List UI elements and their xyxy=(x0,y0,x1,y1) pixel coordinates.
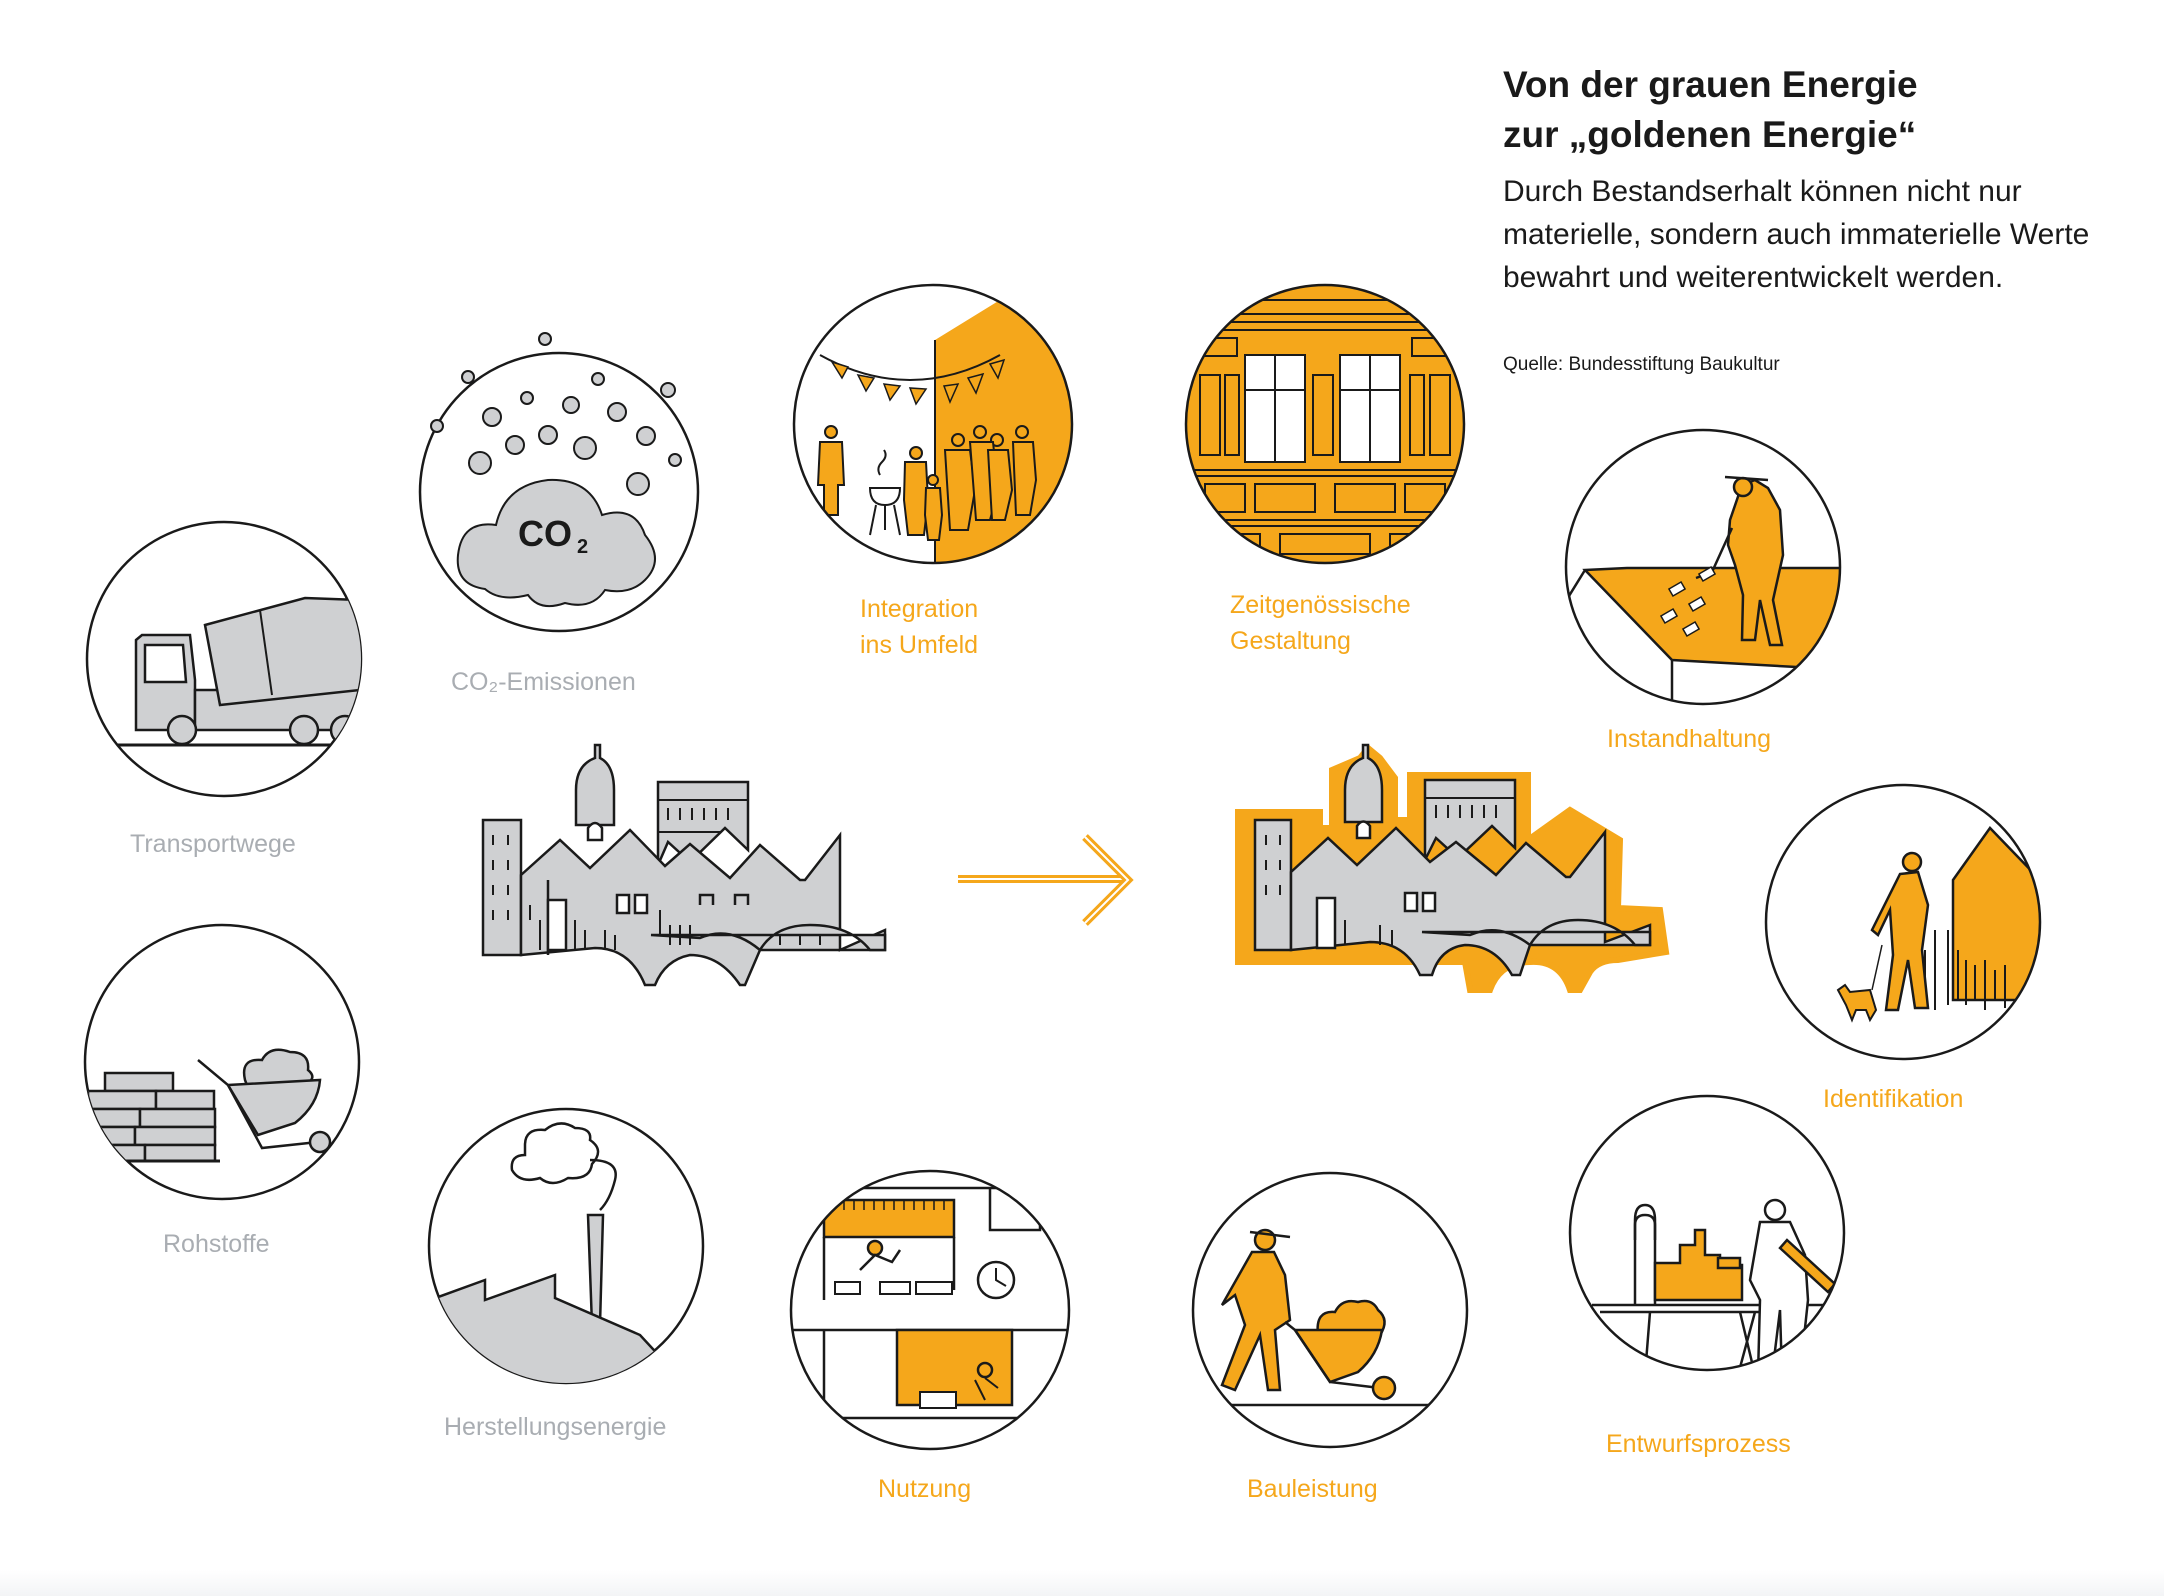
co2-symbol: CO xyxy=(518,513,572,554)
title-line-1: Von der grauen Energie xyxy=(1503,64,1918,105)
label-bauleistung: Bauleistung xyxy=(1247,1475,1378,1503)
source-note: Quelle: Bundesstiftung Baukultur xyxy=(1503,354,1780,375)
label-integration-line2: ins Umfeld xyxy=(860,631,979,659)
integration-icon xyxy=(792,283,1074,565)
label-transportwege: Transportwege xyxy=(130,830,296,858)
label-gestaltung: Zeitgenössische Gestaltung xyxy=(1230,587,1411,659)
label-instandhaltung: Instandhaltung xyxy=(1607,725,1772,753)
truck-icon xyxy=(85,520,363,798)
roofer-icon xyxy=(1564,428,1842,706)
co2-emissions-icon: CO 2 xyxy=(418,332,700,633)
arrow-right-icon xyxy=(958,834,1134,926)
title-line-2: zur „goldenen Energie“ xyxy=(1503,114,1917,155)
grey-city-icon xyxy=(481,743,887,987)
usage-icon xyxy=(789,1169,1071,1451)
identification-icon xyxy=(1764,783,2042,1061)
label-entwurfsprozess: Entwurfsprozess xyxy=(1606,1430,1791,1458)
factory-icon xyxy=(427,1107,705,1385)
golden-city-icon xyxy=(1235,743,1670,993)
page-title: Von der grauen Energie zur „goldenen Ene… xyxy=(1503,60,2143,160)
construction-icon xyxy=(1191,1171,1469,1449)
label-integration: Integration ins Umfeld xyxy=(860,591,978,663)
design-process-icon xyxy=(1568,1094,1846,1372)
co2-subscript: 2 xyxy=(577,536,588,558)
label-gestaltung-line1: Zeitgenössische xyxy=(1230,591,1411,619)
facade-icon xyxy=(1184,283,1466,565)
label-herstellungsenergie: Herstellungsenergie xyxy=(444,1413,667,1441)
label-gestaltung-line2: Gestaltung xyxy=(1230,627,1351,655)
label-co2-emissions: CO₂-Emissionen xyxy=(451,668,636,696)
label-rohstoffe: Rohstoffe xyxy=(163,1230,270,1258)
description: Durch Bestandserhalt können nicht nur ma… xyxy=(1503,175,2090,294)
label-integration-line1: Integration xyxy=(860,595,979,623)
raw-materials-icon xyxy=(83,923,361,1201)
label-nutzung: Nutzung xyxy=(878,1475,972,1503)
label-identifikation: Identifikation xyxy=(1823,1085,1964,1113)
bottom-fade xyxy=(0,1570,2164,1596)
